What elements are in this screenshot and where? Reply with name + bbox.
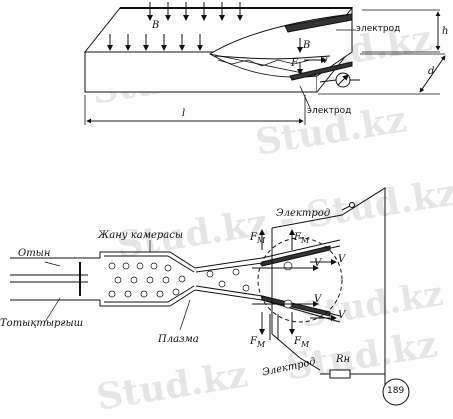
label-field-b-inner: B	[303, 40, 311, 51]
label-force-bottom-left: FМ	[250, 336, 266, 349]
label-force-top-right: FМ	[294, 232, 310, 245]
dimension-h: h	[442, 26, 449, 37]
label-force-f: F	[291, 58, 298, 69]
label-load-resistor: Rн	[336, 354, 351, 365]
magnetic-field-arrows	[107, 2, 303, 53]
meter-icon	[319, 72, 360, 88]
force-velocity-arrows	[297, 57, 327, 75]
label-velocity-mid-upper: V	[314, 258, 322, 269]
label-electrode-top: Электрод	[276, 208, 331, 219]
label-velocity-upper: V	[338, 254, 346, 265]
figure-number-badge	[382, 378, 410, 406]
label-field-b: B	[152, 20, 160, 31]
label-plasma: Плазма	[158, 334, 199, 345]
label-velocity-v: v	[322, 55, 328, 66]
label-electrode-upper: электрод	[356, 24, 401, 34]
label-force-top-left: FМ	[250, 232, 266, 245]
figure-number: 189	[387, 386, 405, 396]
dimension-d: d	[428, 66, 435, 77]
label-force-bottom-right: FМ	[294, 336, 310, 349]
label-combustion-chamber: Жану камерасы	[98, 230, 184, 241]
mhd-channel-top	[83, 6, 354, 93]
label-electrode-lower: электрод	[307, 106, 352, 116]
dimension-lines	[84, 9, 446, 125]
label-velocity-lower: V	[338, 310, 346, 321]
mhd-generator-nozzle	[10, 187, 386, 390]
label-fuel: Отын	[18, 248, 51, 259]
label-oxidizer: Тотықтырғыш	[0, 318, 84, 329]
bottom-arrows	[252, 229, 337, 340]
dimension-l: l	[182, 108, 186, 119]
label-velocity-mid-lower: V	[314, 294, 322, 305]
